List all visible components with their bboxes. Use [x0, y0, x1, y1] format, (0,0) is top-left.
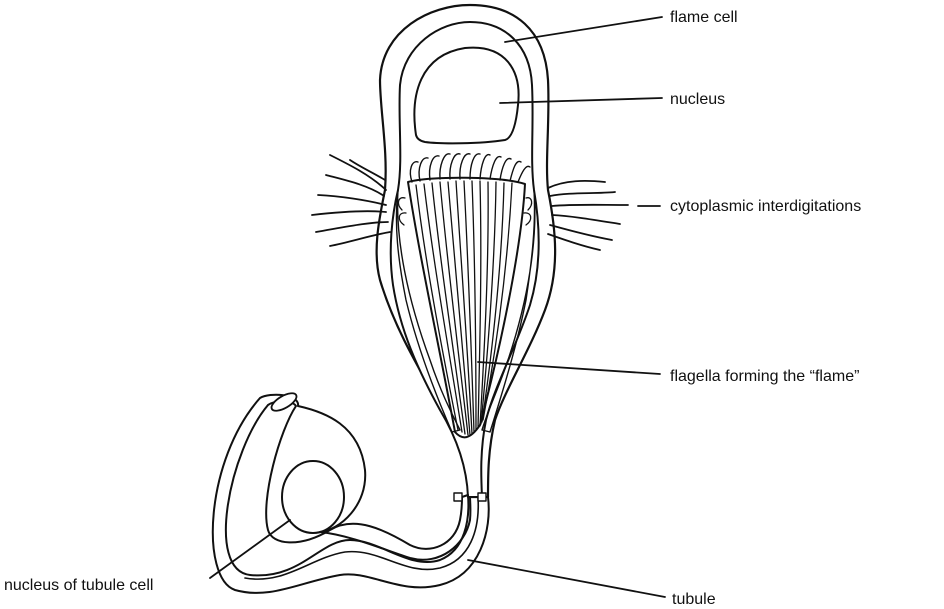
cytoplasmic-interdigitations-right: [548, 181, 628, 250]
label-nucleus-tubule-cell: nucleus of tubule cell: [4, 577, 153, 594]
leader-nucleus-tubule: [210, 520, 290, 578]
tubule-cell-nucleus: [282, 461, 344, 533]
label-tubule: tubule: [672, 591, 716, 608]
leader-flame-cell: [505, 17, 662, 42]
label-flame-cell: flame cell: [670, 9, 738, 26]
leader-tubule: [468, 560, 665, 597]
flame-cell-body: [377, 5, 556, 497]
label-cytoplasmic-interdigitations: cytoplasmic interdigitations: [670, 198, 861, 215]
label-nucleus: nucleus: [670, 91, 725, 108]
label-flagella: flagella forming the “flame”: [670, 368, 859, 385]
